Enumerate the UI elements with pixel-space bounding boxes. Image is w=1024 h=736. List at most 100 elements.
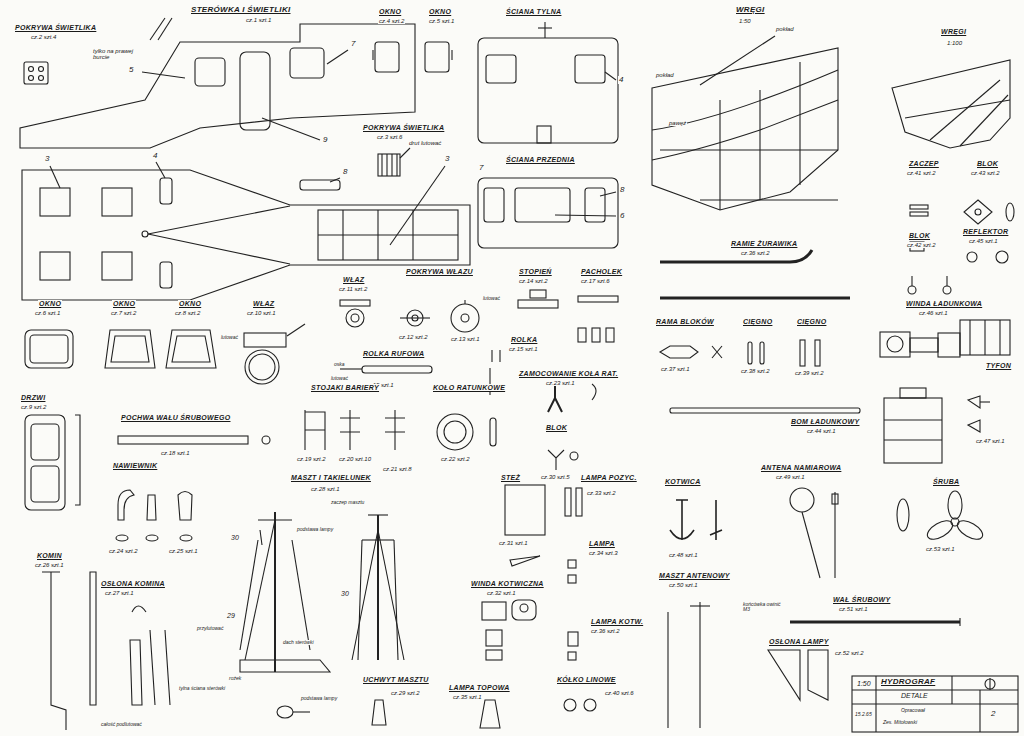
part-title: MASZT I TAKIELUNEK	[290, 474, 372, 481]
part-title: POKRYWA WŁAZU	[405, 268, 474, 275]
callout-number: 30	[230, 534, 240, 541]
part-title: WŁAZ	[342, 276, 365, 283]
part-note: dach sterówki	[282, 640, 324, 645]
part-title: DRZWI	[20, 394, 46, 401]
callout-number: 30	[340, 590, 350, 597]
part-title: BLOK	[908, 232, 931, 239]
title-block	[852, 676, 1018, 732]
part-title: POKRYWA ŚWIETLIKA	[362, 124, 445, 131]
part-note: cz.17 szt.6	[580, 278, 611, 284]
part-title: RAMIE ŻURAWIKA	[730, 240, 798, 247]
part-note: cz.41 szt.2	[906, 170, 937, 176]
rear-wall	[478, 38, 618, 143]
part-title: OSŁONA LAMPY	[768, 638, 830, 645]
part-title: WŁAZ	[252, 300, 275, 307]
part-note: 15.2.65	[854, 712, 873, 717]
part-note: cz.49 szt.1	[775, 474, 806, 480]
part-title: BOM ŁADUNKOWY	[790, 418, 860, 425]
part-title: CIĘGNO	[796, 318, 827, 325]
part-title: OKNO	[112, 300, 136, 307]
part-note: cz.18 szt.1	[160, 450, 191, 456]
part-note: cz.14 szt.2	[518, 278, 549, 284]
part-note: cz.24 szt.2	[108, 548, 139, 554]
part-note: cz.30 szt.5	[540, 474, 571, 480]
part-note: cz.48 szt.1	[668, 552, 699, 558]
part-note: DETALE	[900, 692, 929, 699]
part-note: cz.42 szt.2	[906, 242, 937, 248]
callout-number: 9	[322, 136, 328, 144]
part-note: cz.45 szt.1	[968, 238, 999, 244]
part-note: cz.11 szt.2	[338, 286, 368, 292]
callout-number: 8	[342, 168, 348, 176]
mast-rigging	[240, 512, 404, 672]
callout-number: 2	[990, 710, 996, 718]
part-title: POCHWA WAŁU ŚRUBOWEGO	[120, 414, 231, 421]
part-note: pokład	[655, 72, 675, 78]
part-note: 1:100	[946, 40, 963, 46]
part-title: WAŁ ŚRUBOWY	[832, 596, 891, 603]
part-note: cz.50 szt.1	[668, 582, 699, 588]
part-note: cz.4 szt.2	[378, 18, 405, 24]
callout-number: 8	[619, 186, 625, 194]
part-title: OKNO	[378, 8, 402, 15]
part-note: cz.7 szt.2	[110, 310, 137, 316]
part-title: WRĘGI	[940, 28, 967, 35]
part-note: cz.12 szt.2	[398, 334, 429, 340]
part-note: tylko na prawej burcie	[92, 48, 146, 61]
part-note: 1:50	[738, 18, 752, 24]
part-note: cz.38 szt.2	[740, 368, 771, 374]
part-note: cz.1 szt.1	[245, 17, 272, 23]
part-note: podstawa lampy	[300, 696, 338, 701]
part-title: BLOK	[545, 424, 568, 431]
part-note: cz.43 szt.2	[970, 170, 1001, 176]
part-title: KÓŁKO LINOWE	[556, 676, 617, 683]
cargo-winch	[880, 320, 1010, 463]
part-note: cz.19 szt.2	[296, 456, 327, 462]
part-note: cz.51 szt.1	[838, 606, 869, 612]
part-note: cz.53 szt.1	[925, 546, 956, 552]
part-note: całość podlutować	[100, 722, 143, 727]
part-note: podstawa lampy	[296, 527, 334, 532]
part-note: cz.36 szt.2	[740, 250, 771, 256]
part-title: ŚCIANA PRZEDNIA	[505, 156, 576, 163]
part-title: KOMIN	[36, 552, 63, 559]
part-note: cz.40 szt.6	[604, 690, 635, 696]
part-note: drut lutować	[408, 140, 442, 146]
callout-number: 6	[619, 212, 625, 220]
part-title: ZACZEP	[908, 160, 940, 167]
part-note: 1:50	[856, 680, 872, 687]
part-title: KOŁO RATUNKOWE	[432, 384, 506, 391]
part-note: Zes. Mitołowski	[882, 720, 918, 725]
part-note: cz.26 szt.1	[34, 562, 65, 568]
part-note: cz.46 szt.1	[918, 310, 949, 316]
part-note: przylutować	[196, 626, 224, 631]
part-title: PACHOLEK	[580, 268, 623, 275]
part-title: LAMPA KOTW.	[590, 618, 644, 625]
part-title: STERÓWKA I ŚWIETLIKI	[190, 6, 291, 14]
part-note: cz.34 szt.3	[588, 550, 619, 556]
part-title: REFLEKTOR	[962, 228, 1009, 235]
callout-number: 3	[44, 155, 50, 163]
part-note: lutować	[330, 376, 349, 381]
part-title: OKNO	[178, 300, 202, 307]
part-title: ROLKA RUFOWA	[362, 350, 425, 357]
part-note: cz.36 szt.2	[590, 628, 621, 634]
wheelhouse-side	[20, 24, 415, 148]
part-title: ŚCIANA TYLNA	[505, 8, 562, 15]
part-note: Opracował	[900, 708, 926, 713]
part-note: cz.2 szt.4	[30, 34, 57, 40]
callout-number: 5	[128, 66, 134, 74]
front-wall	[478, 178, 618, 248]
part-note: cz.13 szt.1	[450, 336, 481, 342]
part-title: LAMPA POZYC.	[580, 474, 638, 481]
part-note: cz.28 szt.1	[310, 486, 341, 492]
callout-number: 7	[350, 40, 356, 48]
part-title: STOPIEŃ	[518, 268, 553, 275]
part-note: cz.5 szt.1	[428, 18, 455, 24]
part-note: oska	[333, 362, 346, 367]
part-title: WINDA ŁADUNKOWA	[905, 300, 983, 307]
part-note: cz.9 szt.2	[20, 404, 47, 410]
part-title: HYDROGRAF	[880, 678, 936, 686]
